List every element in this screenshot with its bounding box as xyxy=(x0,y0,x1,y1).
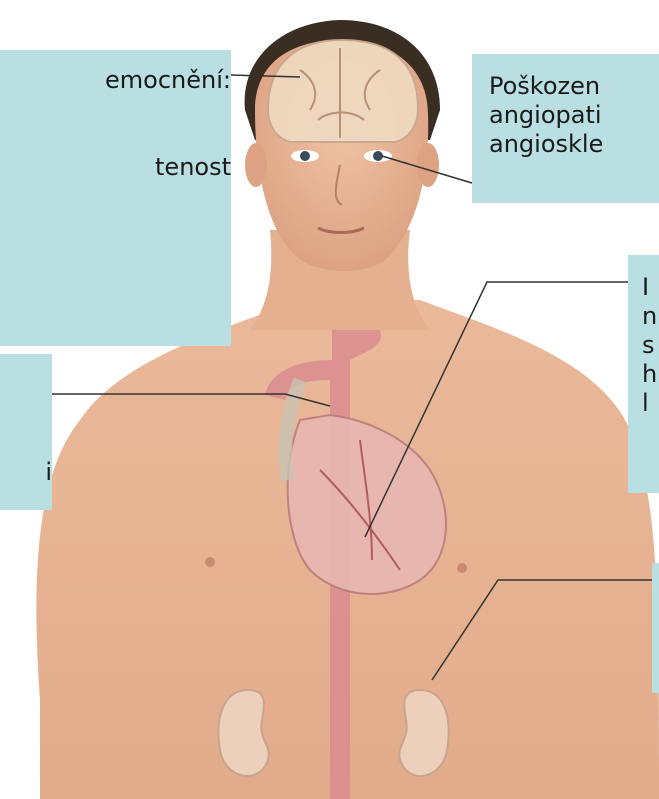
callout-kidney xyxy=(652,563,659,693)
left-ear xyxy=(245,143,267,187)
right-ear xyxy=(417,143,439,187)
callout-eye: Poškozen angiopati angioskle xyxy=(472,54,659,203)
callout-heart: I n s h l xyxy=(628,255,659,493)
right-kidney xyxy=(399,690,448,776)
left-kidney xyxy=(218,690,268,776)
callout-brain: emocnění: tenost xyxy=(0,50,231,346)
callout-aorta: i xyxy=(0,354,52,510)
brain-overlay xyxy=(268,40,418,142)
